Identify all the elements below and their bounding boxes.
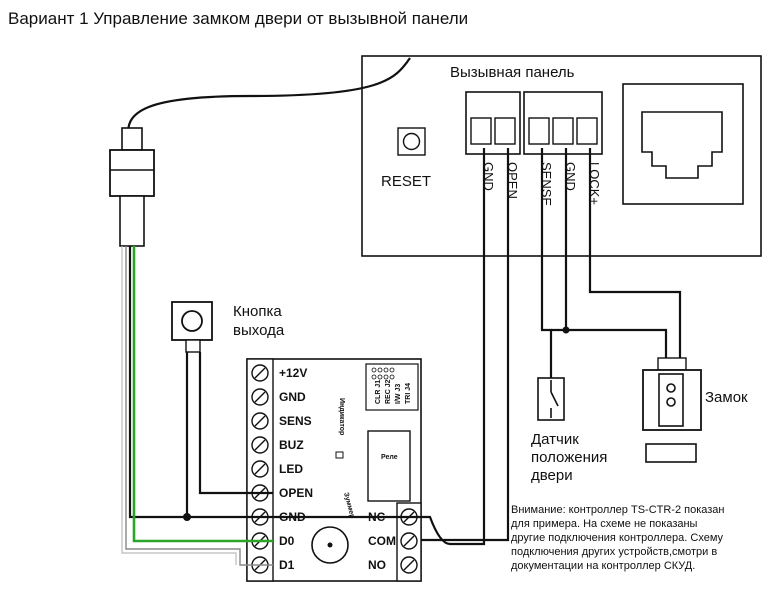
screw-terminal-icon [400,556,418,574]
pin-label-12v: +12V [279,366,307,380]
note-line-4: подключения других устройств,смотри в [511,546,717,558]
pin-label-gnd: GND [279,390,306,404]
page-title: Вариант 1 Управление замком двери от выз… [8,9,468,28]
cable-connector-icon [109,149,155,197]
screw-terminal-icon [251,460,269,478]
note-line-5: документации на контроллер СКУД. [511,560,695,572]
indicator-label: Индикатор [338,398,345,435]
screw-terminal-icon [251,388,269,406]
exit-button-label-line1: Кнопка [233,303,282,320]
jumper-pin-icon [371,374,377,380]
jumper-pin-icon [383,367,389,373]
wires [121,148,682,566]
rj45-socket-icon [622,83,744,205]
jumper-label: TRI J4 [405,383,412,404]
exit-button-label-line2: выхода [233,322,285,339]
jumper-pin-icon [389,374,395,380]
pin-label-d0: D0 [279,534,295,548]
jumper-label: CLR J1 [375,380,382,404]
sensor-label-line3: двери [531,467,573,484]
reader-cable [109,57,411,247]
note-line-3: другие подключения контроллера. Схему [511,532,724,544]
pin-label-d1: D1 [279,558,295,572]
door-sensor-icon [537,377,565,421]
jumper-pin-icon [371,367,377,373]
relay-pin-label-no: NO [368,558,386,572]
note-line-2: для примера. На схеме не показаны [511,518,698,530]
jumper-label: REC J2 [385,379,392,404]
lock-icon [642,357,702,463]
jumper-pin-icon [383,374,389,380]
jumper-pin-icon [389,367,395,373]
cable-plug-icon [121,127,143,151]
sensor-label-line1: Датчик [531,431,579,448]
screw-terminal-icon [400,532,418,550]
note-line-1: Внимание: контроллер TS-CTR-2 показан [511,504,725,516]
terminal-block-left [465,91,521,155]
terminal-block-right [523,91,603,155]
buzzer-icon [311,526,349,564]
call-panel-label: Вызывная панель [450,64,575,81]
pin-label-buz: BUZ [279,438,304,452]
screw-terminal-icon [251,436,269,454]
screw-terminal-icon [251,364,269,382]
jumper-pin-icon [377,367,383,373]
reset-label: RESET [381,173,431,190]
green-wire-d0 [132,246,273,543]
jumper-label: I/W J3 [395,384,402,404]
jumper-pin-icon [377,374,383,380]
pin-label-open: OPEN [279,486,313,500]
sensor-label-line2: положения [531,449,607,466]
reset-button-icon [397,127,426,156]
call-panel: Вызывная панель RESET GND OPEN SENSE GND… [361,55,762,257]
attention-note: Внимание: контроллер TS-CTR-2 показан дл… [511,504,725,572]
lock-label: Замок [705,389,748,406]
pin-label-led: LED [279,462,303,476]
relay-pin-label-com: COM [368,534,396,548]
relay-label: Реле [381,454,398,461]
pin-label-sens: SENS [279,414,312,428]
screw-terminal-icon [251,412,269,430]
exit-button-icon [171,301,213,353]
